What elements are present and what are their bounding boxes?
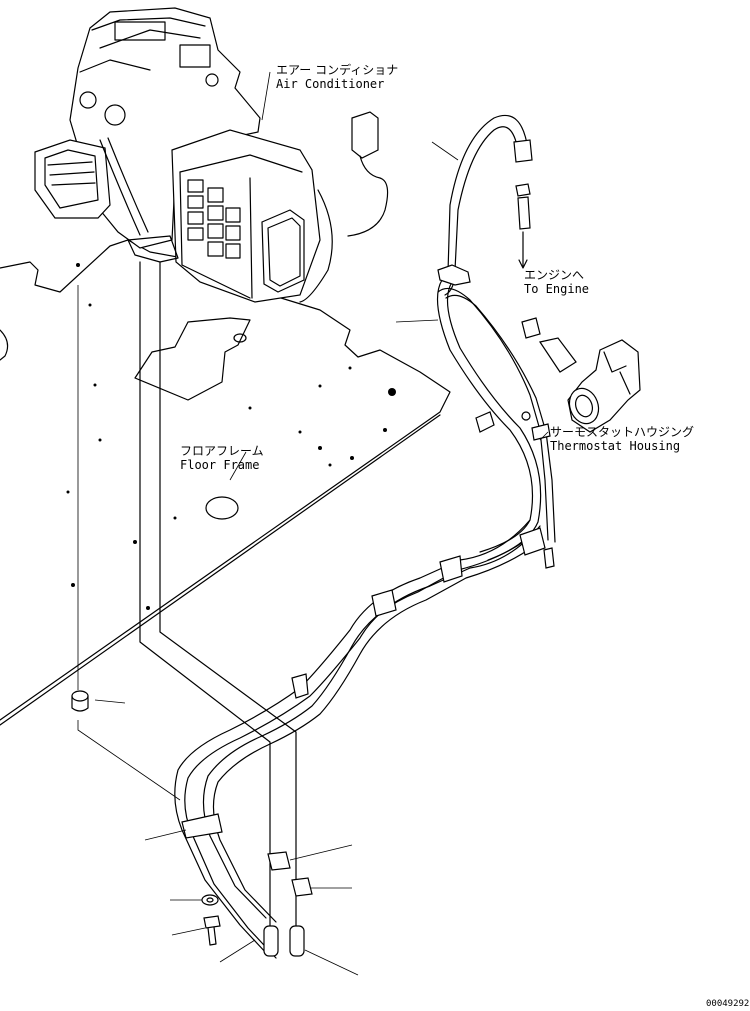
hose-clamps (181, 264, 555, 897)
thermostat-housing (567, 339, 641, 433)
air-conditioner-label-en: Air Conditioner (276, 77, 385, 91)
engine-fittings (515, 183, 577, 373)
thermostat-housing-label-ja: サーモスタットハウジング (550, 425, 695, 439)
air-conditioner-unit (34, 7, 333, 303)
air-conditioner-label-ja: エアー コンディショナ (276, 63, 399, 77)
to-engine-label-ja: エンジンへ (524, 268, 585, 282)
drawing-number: 00049292 (706, 999, 750, 1009)
thermostat-housing-label-en: Thermostat Housing (550, 439, 681, 453)
electrical-connector (347, 111, 389, 237)
leader-lines (77, 71, 549, 976)
floor-frame-label-en: Floor Frame (180, 458, 260, 472)
floor-frame-label-ja: フロアフレーム (180, 444, 264, 458)
floor-frame (0, 239, 451, 726)
to-engine-label-en: To Engine (524, 282, 590, 296)
mounting-hardware (71, 690, 221, 946)
